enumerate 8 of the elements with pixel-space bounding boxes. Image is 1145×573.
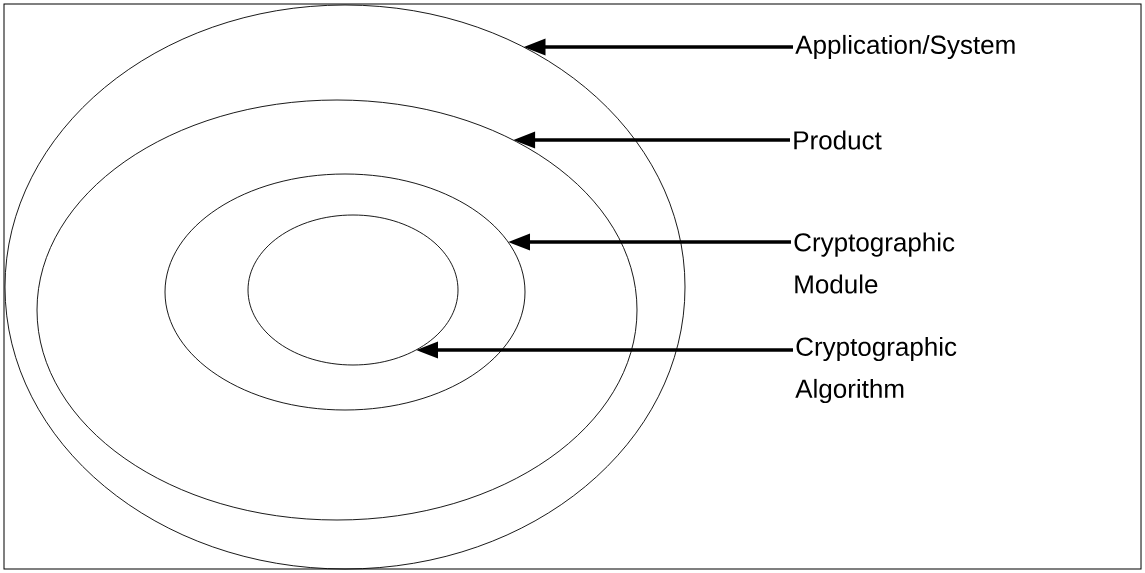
- arrow-label: Cryptographic Algorithm: [795, 336, 957, 404]
- ellipse: [164, 173, 526, 411]
- arrow-label: Application/System: [795, 34, 1015, 60]
- arrow-label: Product: [794, 130, 882, 150]
- ellipse: [247, 214, 459, 366]
- arrow-label: Cryptographic Module: [794, 232, 955, 294]
- ellipse: [4, 4, 686, 570]
- ellipse: [36, 99, 638, 521]
